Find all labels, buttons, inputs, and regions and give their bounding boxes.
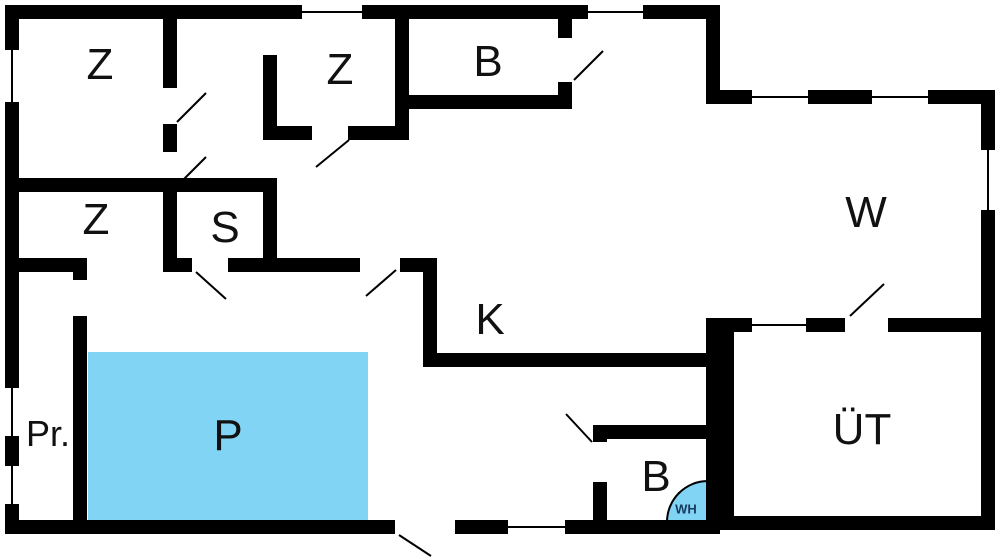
wall-segment bbox=[5, 5, 19, 50]
wall-segment bbox=[73, 258, 87, 280]
wall-segment bbox=[706, 5, 720, 97]
wall-segment bbox=[348, 126, 409, 140]
window bbox=[5, 50, 19, 102]
room-label-pool: P bbox=[213, 411, 243, 460]
room-label-bedroom-middle: Z bbox=[326, 45, 354, 94]
wall-segment bbox=[720, 318, 734, 530]
room-label-bedroom-top-left: Z bbox=[86, 40, 114, 89]
wall-segment bbox=[163, 19, 177, 88]
wall-segment bbox=[706, 318, 720, 534]
room-label-living-room: W bbox=[845, 188, 887, 237]
wall-segment bbox=[5, 436, 19, 466]
door-swing bbox=[176, 92, 207, 123]
wall-segment bbox=[163, 124, 177, 152]
window bbox=[981, 150, 995, 210]
door-swing bbox=[315, 139, 350, 168]
wall-segment bbox=[981, 210, 995, 530]
room-label-bedroom-left: Z bbox=[82, 195, 110, 244]
wall-segment bbox=[558, 19, 572, 38]
wall-segment bbox=[593, 482, 607, 534]
pool-area bbox=[88, 352, 368, 520]
wall-segment bbox=[73, 316, 87, 534]
window bbox=[752, 318, 806, 332]
room-label-bathroom-bottom: B bbox=[641, 452, 671, 501]
wall-segment bbox=[395, 19, 409, 140]
room-label-storage: S bbox=[210, 203, 240, 252]
door-swing bbox=[573, 50, 604, 81]
room-label-covered-terrace: ÜT bbox=[832, 405, 892, 454]
room-label-kitchen: K bbox=[475, 295, 505, 344]
wall-segment bbox=[928, 90, 995, 104]
wall-segment bbox=[423, 353, 713, 367]
door-swing bbox=[365, 269, 397, 297]
window bbox=[5, 388, 19, 436]
wall-segment bbox=[5, 178, 277, 192]
wall-segment bbox=[5, 258, 87, 272]
wall-segment bbox=[593, 425, 706, 439]
window bbox=[5, 466, 19, 504]
wall-segment bbox=[643, 5, 720, 19]
wall-segment bbox=[455, 520, 508, 534]
room-label-pantry: Pr. bbox=[25, 413, 71, 454]
door-swing bbox=[849, 283, 885, 317]
wall-segment bbox=[163, 188, 177, 272]
wall-segment bbox=[5, 504, 19, 534]
window bbox=[302, 5, 362, 19]
wall-segment bbox=[808, 90, 872, 104]
door-swing bbox=[565, 413, 593, 443]
wall-segment bbox=[362, 5, 588, 19]
wall-segment bbox=[720, 516, 995, 530]
wall-segment bbox=[5, 102, 19, 388]
wall-segment bbox=[806, 318, 845, 332]
window bbox=[752, 90, 808, 104]
wall-segment bbox=[423, 258, 437, 360]
wall-segment bbox=[263, 126, 312, 140]
wall-segment bbox=[263, 178, 277, 272]
wall-segment bbox=[5, 5, 302, 19]
wall-segment bbox=[981, 90, 995, 150]
door-swing bbox=[398, 534, 432, 557]
window bbox=[872, 90, 928, 104]
wall-segment bbox=[565, 520, 720, 534]
wall-segment bbox=[5, 520, 395, 534]
room-label-bathroom-top: B bbox=[473, 37, 503, 86]
wall-segment bbox=[163, 258, 192, 272]
wall-segment bbox=[593, 425, 607, 442]
wall-segment bbox=[706, 318, 752, 332]
door-swing bbox=[195, 271, 227, 300]
room-label-water-heater: WH bbox=[675, 501, 697, 517]
window bbox=[508, 520, 565, 534]
wall-segment bbox=[558, 82, 572, 109]
wall-segment bbox=[706, 90, 752, 104]
wall-segment bbox=[263, 55, 277, 140]
wall-segment bbox=[228, 258, 360, 272]
window bbox=[588, 5, 643, 19]
wall-segment bbox=[395, 95, 572, 109]
wall-segment bbox=[888, 318, 995, 332]
